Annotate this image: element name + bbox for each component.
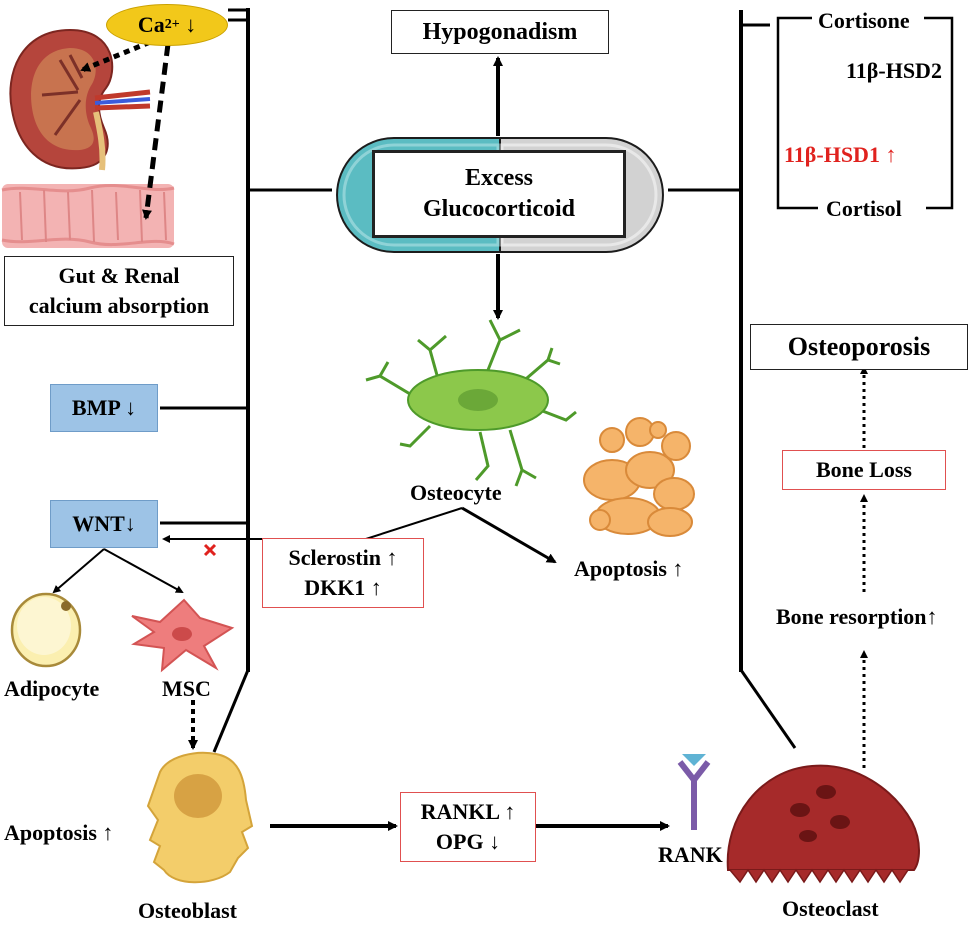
absorption-line2: calcium absorption (28, 293, 210, 318)
rank-receptor-icon (677, 754, 711, 830)
calcium-absorption-box: Gut & Renal calcium absorption (4, 256, 234, 326)
adipocyte-icon (10, 592, 82, 668)
rankl-box: RANKL ↑ OPG ↓ (400, 792, 536, 862)
osteocyte-label: Osteocyte (410, 480, 502, 505)
bmp-label: BMP ↓ (71, 395, 137, 421)
bmp-box: BMP ↓ (50, 384, 158, 432)
osteocyte-apoptosis-label: Apoptosis ↑ (574, 556, 684, 581)
msc-nucleus (172, 627, 192, 641)
rank-label: RANK (658, 842, 723, 867)
osteocyte-nucleus (458, 389, 498, 411)
absorption-line1: Gut & Renal (58, 263, 180, 289)
osteoclast-label: Osteoclast (782, 896, 879, 921)
msc-label: MSC (162, 676, 211, 701)
sclerostin-box: Sclerostin ↑ DKK1 ↑ (262, 538, 424, 608)
osteoporosis-label: Osteoporosis (787, 332, 931, 362)
left-bracket (160, 8, 332, 753)
osteoblast-label: Osteoblast (138, 898, 237, 923)
bone-loss-label: Bone Loss (816, 457, 912, 483)
wnt-box: WNT↓ (50, 500, 158, 548)
inhibition-x-icon (203, 543, 217, 557)
arrow-wnt-to-adipocyte (52, 548, 105, 594)
calcium-badge-arrow: ↓ (185, 12, 197, 37)
arrow-wnt-to-msc (103, 548, 184, 593)
sclerostin-line2: DKK1 ↑ (304, 575, 382, 600)
arrow-osteocyte-to-apoptosis (461, 506, 557, 564)
osteoclast-cell-icon (726, 764, 920, 884)
arrow-ca-to-gut (142, 43, 171, 220)
glucocorticoid-label-box: Excess Glucocorticoid (372, 150, 626, 238)
calcium-badge-base: Ca (137, 12, 165, 37)
osteoporosis-box: Osteoporosis (750, 324, 968, 370)
right-bracket (668, 10, 954, 749)
hsd2-label: 11β-HSD2 (846, 58, 942, 83)
osteocyte-cell-icon (365, 319, 577, 487)
hsd1-label: 11β-HSD1 ↑ (784, 142, 897, 167)
hypogonadism-label: Hypogonadism (422, 18, 578, 45)
apoptotic-cell-icon (583, 417, 695, 537)
bone-loss-box: Bone Loss (782, 450, 946, 490)
sclerostin-line1: Sclerostin ↑ (288, 545, 398, 571)
osteoblast-apoptosis-label: Apoptosis ↑ (4, 820, 114, 845)
bone-resorption-label: Bone resorption↑ (776, 604, 938, 629)
hypogonadism-box: Hypogonadism (391, 10, 609, 54)
rankl-line1: RANKL ↑ (420, 799, 516, 825)
osteoblast-cell-icon (146, 751, 254, 884)
rankl-line2: OPG ↓ (435, 829, 501, 854)
wnt-label: WNT↓ (72, 511, 136, 537)
cortisone-label: Cortisone (818, 8, 910, 33)
drug-line2: Glucocorticoid (423, 196, 575, 222)
drug-line1: Excess (465, 164, 533, 191)
cortisol-label: Cortisol (826, 196, 902, 221)
adipocyte-label: Adipocyte (4, 676, 100, 701)
calcium-badge-charge: 2+ (164, 17, 180, 32)
intestine-icon (1, 184, 175, 248)
